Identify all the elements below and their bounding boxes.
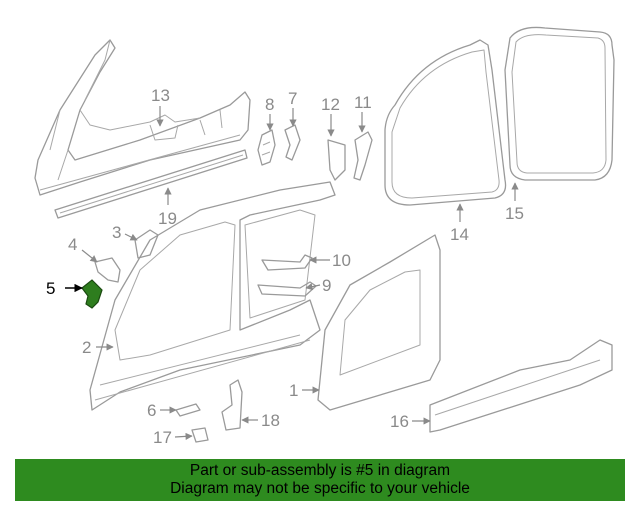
callout-15: 15 <box>505 204 524 223</box>
part-10-strip <box>261 254 313 271</box>
callout-1: 1 <box>289 381 298 400</box>
part-1-rear-side-panel <box>317 234 441 411</box>
callout-3: 3 <box>112 223 121 242</box>
callout-6: 6 <box>147 401 156 420</box>
callout-7: 7 <box>288 89 297 108</box>
part-9-strip <box>257 281 317 297</box>
part-18-bracket <box>221 379 243 431</box>
part-17-clip <box>191 427 209 443</box>
part-8-bracket <box>257 129 276 166</box>
callout-17: 17 <box>153 428 172 447</box>
part-16-rocker <box>429 339 613 433</box>
callout-16: 16 <box>390 412 409 431</box>
leader-lines <box>65 106 519 440</box>
callout-19: 19 <box>158 209 177 228</box>
part-6-clip <box>175 403 201 417</box>
callout-4: 4 <box>68 235 77 254</box>
callout-13: 13 <box>151 86 170 105</box>
parts-diagram: 13 19 8 7 12 11 14 15 3 4 5 2 10 9 1 16 … <box>34 26 615 447</box>
callout-18: 18 <box>261 411 280 430</box>
part-5-highlighted <box>81 279 103 309</box>
callout-5: 5 <box>46 279 55 298</box>
banner-line-disclaimer: Diagram may not be specific to your vehi… <box>170 480 470 497</box>
part-14-door-seal <box>384 39 507 206</box>
callout-12: 12 <box>321 95 340 114</box>
part-4-bracket <box>94 257 121 283</box>
callout-11: 11 <box>354 93 372 112</box>
callout-8: 8 <box>265 95 274 114</box>
banner-line-part-number: Part or sub-assembly is #5 in diagram <box>189 462 451 479</box>
part-11-reinforcement <box>353 131 373 181</box>
info-banner: Part or sub-assembly is #5 in diagram Di… <box>15 459 625 501</box>
part-3-bracket <box>134 229 159 259</box>
callout-9: 9 <box>322 276 331 295</box>
callout-10: 10 <box>332 251 351 270</box>
part-19-sill-strip <box>54 149 248 219</box>
part-13-side-frame <box>34 39 251 196</box>
callout-14: 14 <box>450 225 469 244</box>
callout-2: 2 <box>82 338 91 357</box>
part-12-reinforcement <box>327 139 346 181</box>
part-15-door-seal <box>504 26 615 181</box>
part-7-bracket <box>284 124 301 161</box>
